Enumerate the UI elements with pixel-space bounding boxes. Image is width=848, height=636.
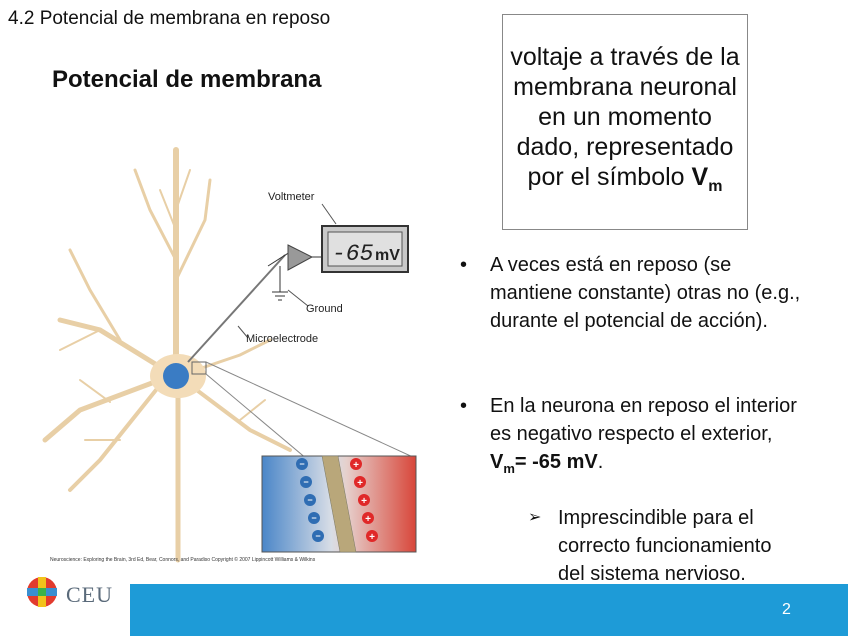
vm-sub: m xyxy=(503,461,515,476)
definition-symbol: Vm xyxy=(691,163,723,195)
symbol-sub: m xyxy=(708,178,723,195)
figure-credit: Neuroscience: Exploring the Brain, 3rd E… xyxy=(50,557,316,563)
section-title: 4.2 Potencial de membrana en reposo xyxy=(8,8,331,29)
neuron-dendrites xyxy=(42,147,292,563)
neg-sign: − xyxy=(299,459,304,469)
definition-body: voltaje a través de la membrana neuronal… xyxy=(510,43,740,191)
ground-label: Ground xyxy=(306,303,343,315)
bullet-text: A veces está en reposo (se mantiene cons… xyxy=(490,254,801,332)
bullet-text: En la neurona en reposo el interior es n… xyxy=(490,392,810,483)
page-number: 2 xyxy=(782,601,791,618)
definition-text: voltaje a través de la membrana neuronal… xyxy=(509,42,741,202)
logo-text: CEU xyxy=(66,582,113,607)
amplifier xyxy=(287,244,314,271)
bullet-mark: • xyxy=(460,254,468,276)
microelectrode-label: Microelectrode xyxy=(246,333,318,345)
pos-sign: + xyxy=(353,460,359,471)
pos-sign: + xyxy=(361,496,367,507)
arrow-bullet-icon: ➢ xyxy=(528,509,542,526)
neg-sign: − xyxy=(307,495,312,505)
footer-bar xyxy=(130,584,848,636)
neuron-figure: -65 mV Voltmeter Ground Microelectrode −… xyxy=(42,147,417,563)
bullet-mark: • xyxy=(460,395,468,417)
voltmeter-reading: -65 xyxy=(332,241,374,267)
sub-bullet-text: Imprescindible para el correcto funciona… xyxy=(558,507,772,585)
nucleus xyxy=(163,363,189,389)
bullet-text-body: En la neurona en reposo el interior es n… xyxy=(490,395,797,445)
neg-sign: − xyxy=(315,531,320,541)
bullet-text-end: . xyxy=(597,451,604,473)
voltmeter-unit: mV xyxy=(375,247,400,264)
slide-title: Potencial de membrana xyxy=(52,66,322,93)
symbol-v: V xyxy=(691,163,709,191)
neg-sign: − xyxy=(303,477,308,487)
negative-ions xyxy=(296,458,324,542)
voltmeter-label: Voltmeter xyxy=(268,191,315,203)
vm-value: Vm= -65 mV xyxy=(490,451,598,476)
pos-sign: + xyxy=(369,532,375,543)
membrane-inset: − − − − − + + + + + xyxy=(261,455,417,553)
microelectrode xyxy=(187,254,286,363)
definition-box: voltaje a través de la membrana neuronal… xyxy=(502,14,748,230)
vm-number: = -65 mV xyxy=(514,451,598,473)
positive-ions xyxy=(350,458,378,542)
vm-symbol: V xyxy=(490,451,504,473)
ceu-logo-icon xyxy=(27,577,57,607)
pos-sign: + xyxy=(357,478,363,489)
pos-sign: + xyxy=(365,514,371,525)
neg-sign: − xyxy=(311,513,316,523)
zoom-square xyxy=(191,361,207,375)
